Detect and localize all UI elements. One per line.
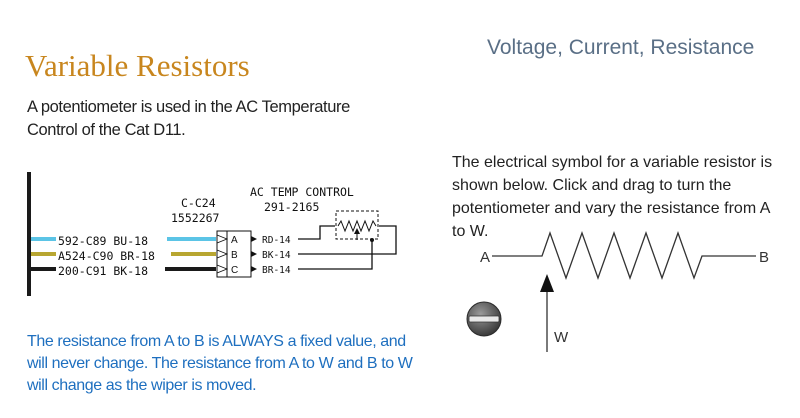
intro-text: A potentiometer is used in the AC Temper… (27, 98, 350, 139)
note-text: The resistance from A to B is ALWAYS a f… (27, 333, 413, 394)
wire-label-b: A524-C90 BR-18 (58, 249, 155, 263)
pot-wiring (298, 225, 397, 270)
out-label-a: RD-14 (262, 235, 291, 246)
pin-a-arrow (216, 234, 229, 244)
wiper-arrow-icon (540, 274, 554, 292)
connector-box (216, 230, 252, 278)
pot-node (370, 238, 374, 242)
component-part: 291-2165 (264, 200, 319, 214)
page-title: Variable Resistors (25, 48, 250, 83)
pot-box (335, 210, 379, 240)
symbol-label-a: A (480, 249, 490, 266)
connector-part: 1552267 (171, 211, 220, 225)
connector-name: C-C24 (181, 196, 216, 210)
pin-c-out-arrow (251, 266, 257, 272)
pin-b-out-arrow (251, 251, 257, 257)
out-label-b: BK-14 (262, 250, 291, 261)
wire-label-a: 592-C89 BU-18 (58, 234, 148, 248)
pin-a-label: A (231, 235, 238, 246)
symbol-label-b: B (759, 249, 769, 266)
pin-c-arrow (216, 264, 229, 274)
pin-c-label: C (231, 265, 238, 276)
pin-b-arrow (216, 249, 229, 259)
instruction-text: The electrical symbol for a variable res… (452, 154, 773, 240)
potentiometer-knob[interactable] (464, 299, 504, 339)
pot-resistor (337, 219, 377, 233)
symbol-label-w: W (554, 329, 569, 346)
knob-slot[interactable] (468, 315, 500, 323)
pot-wiper-arrow (354, 228, 360, 234)
pin-b-label: B (231, 250, 238, 261)
pin-a-out-arrow (251, 236, 257, 242)
wire-label-c: 200-C91 BK-18 (58, 264, 148, 278)
bus-bar (27, 172, 31, 296)
out-label-c: BR-14 (262, 265, 291, 276)
section-title: Voltage, Current, Resistance (487, 36, 755, 59)
component-name: AC TEMP CONTROL (250, 185, 354, 199)
